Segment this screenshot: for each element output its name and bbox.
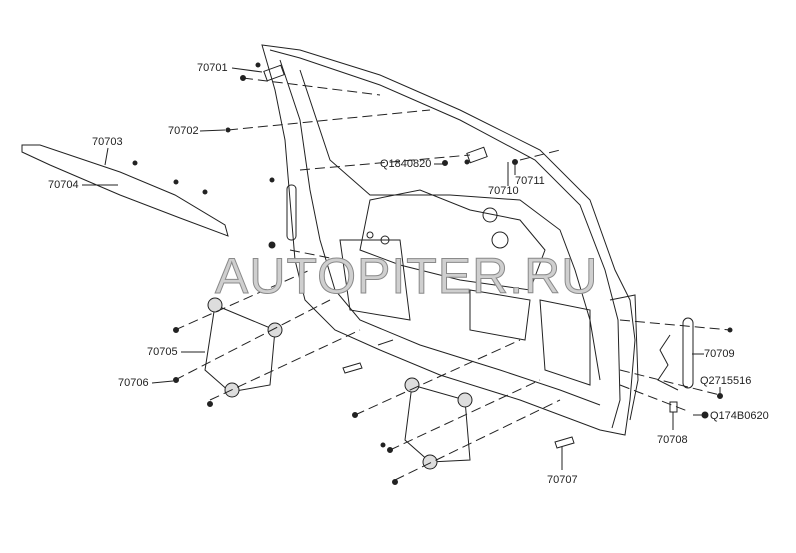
label-70711: 70711 — [515, 175, 545, 187]
label-q2715516: Q2715516 — [700, 375, 752, 387]
label-70707: 70707 — [547, 474, 578, 486]
garnish-strip — [21, 144, 229, 237]
label-70706: 70706 — [118, 377, 149, 389]
label-70709: 70709 — [704, 348, 735, 360]
watermark: AUTOPITER.RU — [214, 248, 599, 305]
label-70702: 70702 — [168, 125, 199, 137]
handle-70709 — [682, 317, 694, 389]
label-70708: 70708 — [657, 434, 688, 446]
label-q174b0620: Q174B0620 — [710, 410, 769, 422]
label-70710: 70710 — [488, 185, 519, 197]
label-70701: 70701 — [197, 62, 228, 74]
label-70703: 70703 — [92, 136, 123, 148]
label-70705: 70705 — [147, 346, 178, 358]
label-70704: 70704 — [48, 179, 79, 191]
tailgate-panel — [261, 44, 636, 436]
label-q1840820: Q1840820 — [380, 158, 432, 170]
